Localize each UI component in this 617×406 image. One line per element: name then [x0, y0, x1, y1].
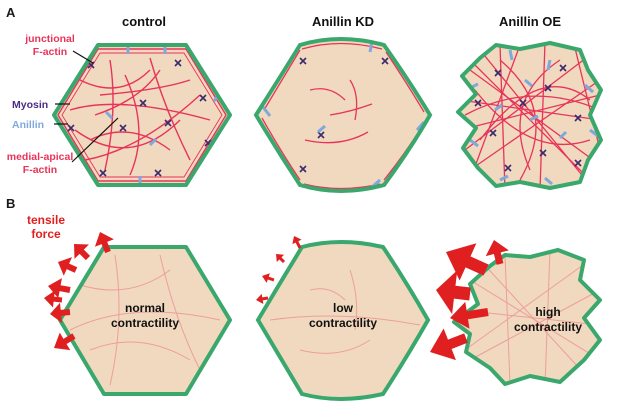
force-arrow-high-12 [436, 270, 471, 315]
force-arrow-low-10 [256, 293, 269, 304]
column-title-anillin-oe: Anillin OE [499, 14, 561, 29]
column-title-control: control [122, 14, 166, 29]
tensile-force-line2: force [31, 227, 61, 241]
force-arrow-normal-5 [54, 332, 76, 351]
leader-junctional [72, 50, 94, 64]
contractility-low-line1: low [333, 301, 354, 315]
myosin-marks-anillin-kd [299, 57, 389, 173]
panel-a-letter: A [6, 5, 16, 20]
cytoskeleton-anillin-oe [459, 43, 601, 188]
tensile-force-line1: tensile [27, 213, 65, 227]
cell-control [52, 43, 232, 187]
force-arrow-high-13 [430, 328, 468, 361]
force-arrows [44, 232, 509, 361]
legend-junctional-line2: F-actin [33, 46, 67, 58]
faded-cytoskeleton-low [269, 269, 421, 354]
force-arrow-normal-3 [48, 278, 71, 299]
force-arrow-high-14 [485, 240, 509, 265]
cell-anillin-oe [456, 41, 603, 190]
legend: junctional F-actin Myosin Anillin medial… [7, 33, 119, 176]
force-arrow-normal-6 [44, 290, 63, 308]
legend-junctional-line1: junctional [24, 33, 75, 45]
legend-myosin: Myosin [12, 99, 48, 111]
cell-high-contractility: high contractility [452, 248, 602, 386]
faded-cytoskeleton-normal [69, 254, 221, 386]
actin-filaments-control [57, 48, 227, 182]
force-arrow-low-9 [262, 273, 275, 283]
contractility-low-line2: contractility [309, 316, 377, 330]
cell-anillin-kd [253, 37, 433, 193]
anillin-marks-anillin-oe [469, 49, 599, 186]
force-arrow-normal-2 [58, 257, 78, 276]
cell-low-contractility: low contractility [255, 240, 431, 401]
legend-anillin: Anillin [12, 119, 44, 131]
panel-b-letter: B [6, 196, 15, 211]
legend-medial-line2: F-actin [23, 164, 57, 176]
force-arrow-low-7 [292, 236, 302, 249]
myosin-marks-anillin-oe [474, 64, 582, 172]
faded-cytoskeleton-high [459, 250, 600, 384]
force-arrow-normal-0 [94, 232, 114, 254]
cell-normal-contractility: normal contractility [58, 245, 232, 396]
column-title-anillin-kd: Anillin KD [312, 14, 374, 29]
force-arrow-normal-4 [50, 302, 71, 324]
membrane-control [52, 43, 232, 187]
membrane-anillin-oe [456, 41, 603, 190]
force-arrow-high-15 [450, 301, 489, 329]
force-arrow-normal-1 [74, 244, 91, 261]
contractility-high-line2: contractility [514, 320, 582, 334]
membrane-anillin-kd [253, 37, 433, 193]
contractility-normal-line1: normal [125, 301, 165, 315]
membrane-low [255, 240, 431, 401]
membrane-high [452, 248, 602, 386]
contractility-normal-line2: contractility [111, 316, 179, 330]
leader-medial [71, 117, 119, 163]
force-arrow-low-8 [276, 254, 286, 264]
legend-medial-line1: medial-apical [7, 151, 74, 163]
contractility-high-line1: high [535, 305, 560, 319]
